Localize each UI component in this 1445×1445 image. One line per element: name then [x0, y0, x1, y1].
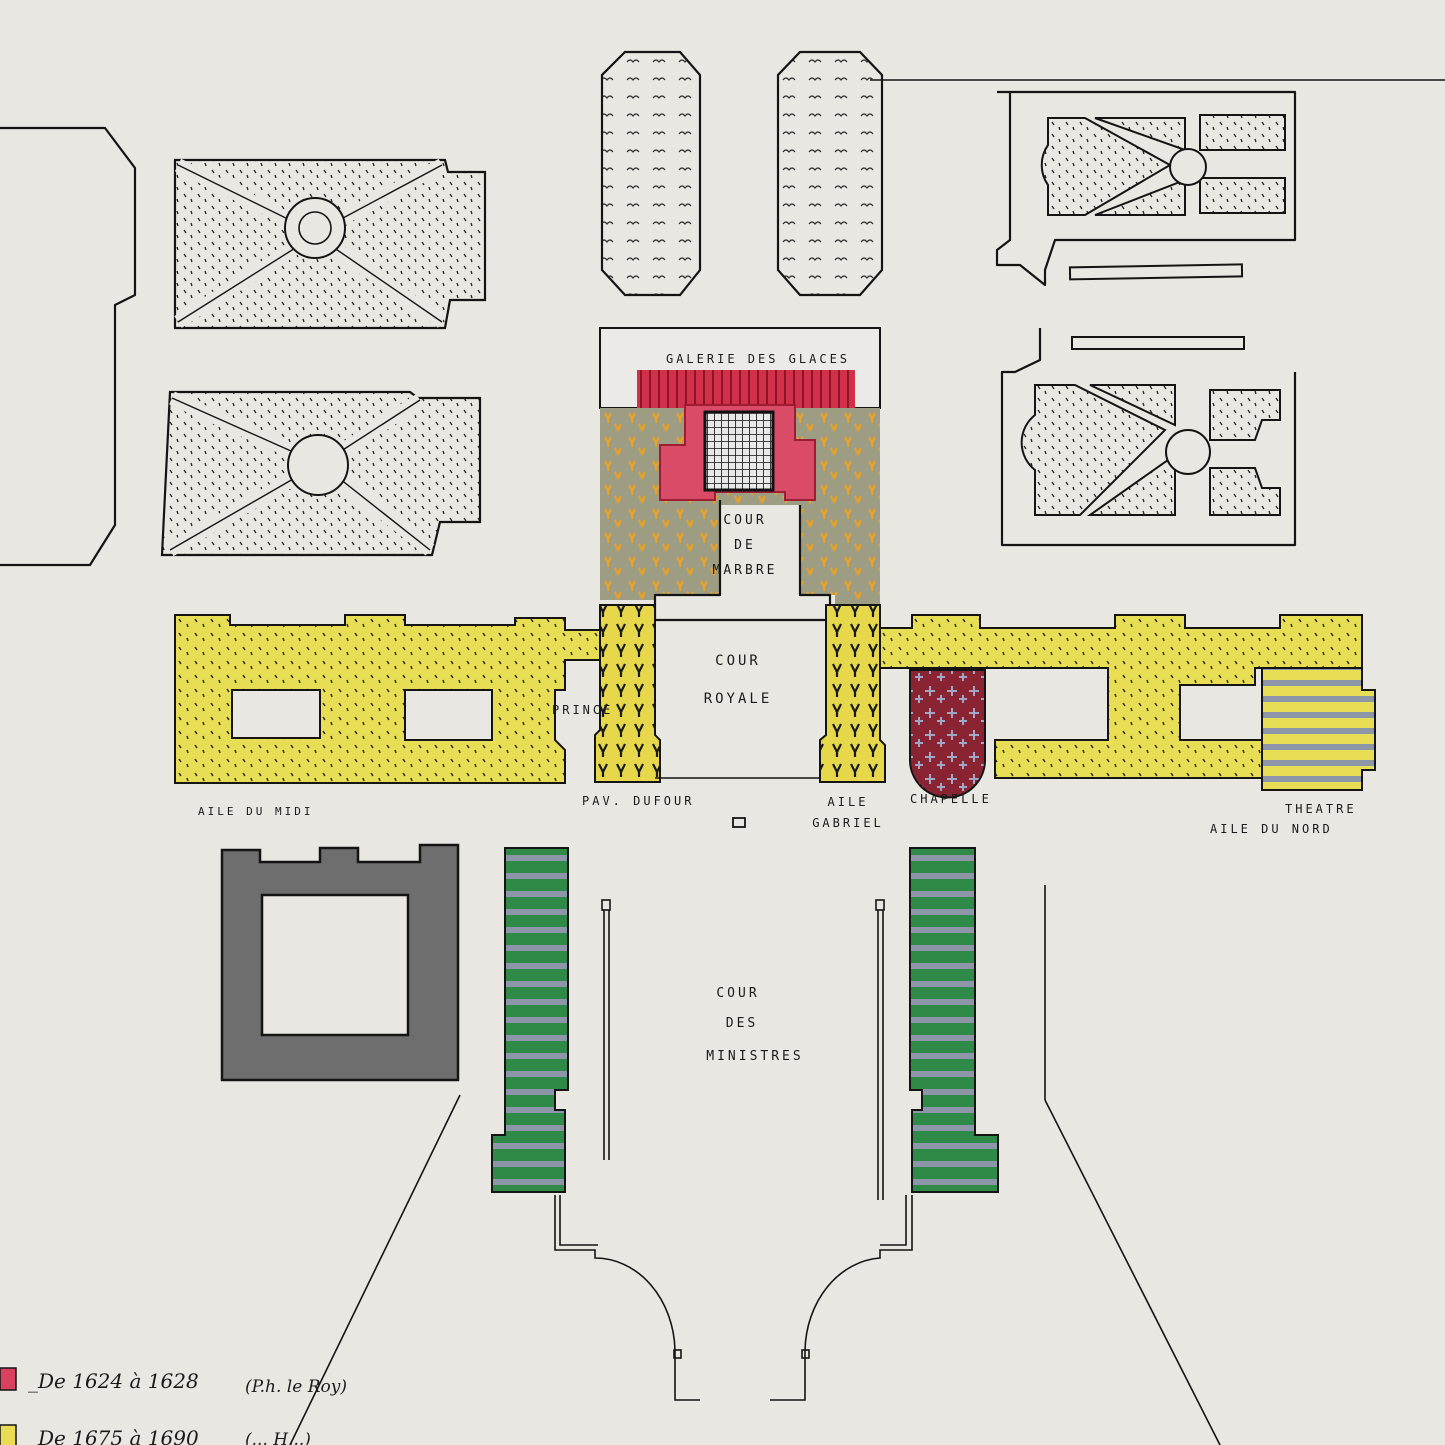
label-cour-des-ministres-2: DES [726, 1016, 758, 1031]
label-pav-dufour: PAV. DUFOUR [582, 794, 694, 808]
label-cour-de-marbre-2: DE [734, 538, 756, 553]
label-cour-des-ministres-1: COUR [716, 986, 759, 1001]
basin-right [776, 50, 884, 297]
basin-left [600, 50, 702, 297]
legend-date-1: _De 1624 à 1628 [28, 1369, 199, 1393]
ministres-wing-right [909, 847, 999, 1193]
legend-date-2: _De 1675 à 1690 [28, 1426, 199, 1445]
legend-swatch-2 [0, 1424, 17, 1445]
ministres-wing-left [491, 847, 569, 1193]
gray-pavilion [220, 843, 460, 1082]
parterre-bottom-right [1000, 328, 1297, 547]
legend-author-2: (... H...) [245, 1430, 311, 1445]
label-aile-gabriel-1: AILE [828, 795, 869, 809]
cour-de-marbre-outline [653, 500, 832, 622]
label-cour-des-ministres-3: MINISTRES [706, 1049, 803, 1064]
statue-marker [732, 817, 746, 828]
label-aile-du-midi: AILE DU MIDI [198, 805, 313, 818]
theatre-block [1261, 667, 1376, 791]
left-parterre-outline [0, 126, 137, 567]
parterre-top-right [995, 90, 1297, 287]
label-aile-gabriel-2: GABRIEL [812, 816, 884, 830]
cabinet-grid [703, 410, 775, 492]
label-chapelle: CHAPELLE [910, 792, 992, 806]
label-galerie-des-glaces: GALERIE DES GLACES [666, 352, 850, 366]
label-aile-du-nord: AILE DU NORD [1210, 822, 1333, 836]
ministres-court-lines [289, 885, 1221, 1445]
label-theatre: THEATRE [1285, 802, 1357, 816]
parterre-bottom-left [160, 390, 482, 557]
legend-swatch-1 [0, 1367, 17, 1391]
label-prince: PRINCE [552, 703, 613, 717]
label-cour-de-marbre-3: MARBRE [713, 563, 778, 578]
aile-du-midi [174, 614, 601, 784]
aile-gabriel [819, 604, 886, 783]
chapelle-block [909, 669, 986, 799]
label-cour-de-marbre-1: COUR [723, 513, 766, 528]
galerie-des-glaces [637, 370, 855, 408]
label-cour-royale-1: COUR [715, 653, 761, 669]
label-cour-royale-2: ROYALE [704, 691, 773, 707]
pavillon-dufour [594, 604, 661, 783]
legend: _De 1624 à 1628 (P.h. le Roy) _De 1675 à… [0, 1367, 347, 1445]
parterre-top-left [173, 158, 487, 330]
legend-author-1: (P.h. le Roy) [245, 1377, 347, 1397]
